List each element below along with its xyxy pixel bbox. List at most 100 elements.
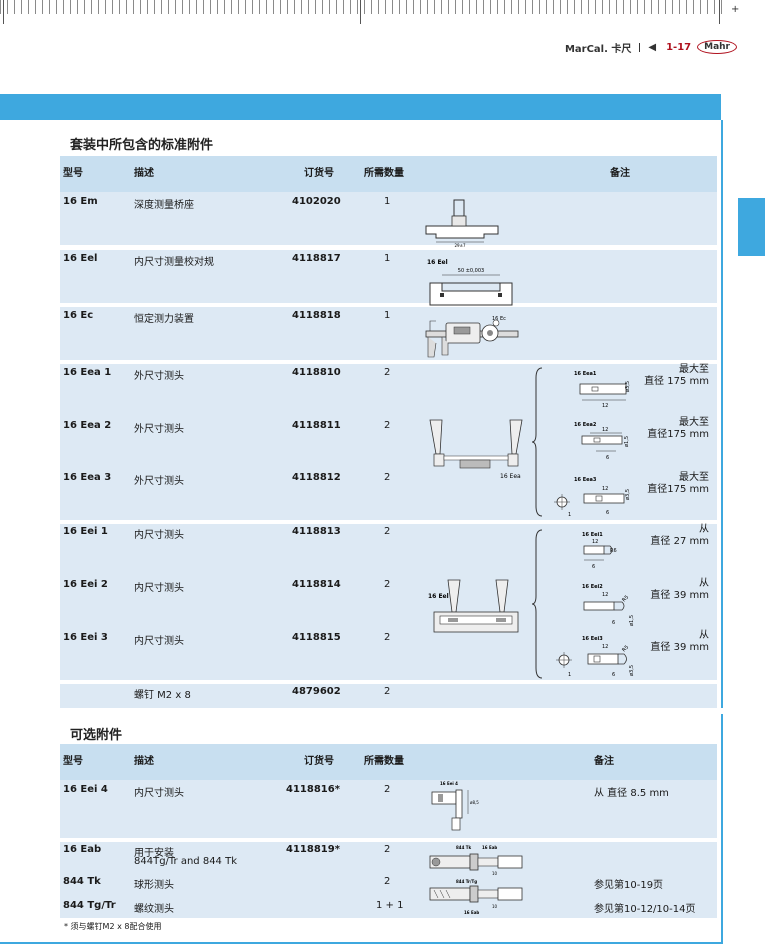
qty-cell: 1: [384, 310, 391, 321]
dim-label: 10: [492, 904, 498, 909]
qty-cell: 2: [384, 686, 391, 697]
footnote: * 须与螺钉M2 x 8配合使用: [64, 922, 162, 931]
qty-cell: 2: [384, 784, 391, 795]
product-name: MarCal. 卡尺: [564, 43, 632, 55]
bracket: [532, 367, 543, 517]
fig-label: 16 Eea3: [574, 477, 597, 483]
dim-label: 6: [606, 510, 609, 516]
note-cell: 从 直径 27 mm: [612, 524, 709, 548]
fig-label: 16 Eel: [427, 259, 448, 266]
model-cell: 844 Tk: [63, 876, 101, 887]
desc-cell: 内尺寸测头: [134, 636, 184, 647]
dim-label: 29±7: [455, 243, 466, 248]
section-frame: [0, 714, 723, 944]
order-cell: 4118815: [292, 632, 341, 643]
brand-logo: Mahr: [697, 40, 737, 54]
qty-cell: 2: [384, 579, 391, 590]
dim-label: ø3,5: [625, 489, 631, 500]
dim-label: 50 ±0,003: [458, 268, 484, 274]
order-cell: 4118812: [292, 472, 341, 483]
note-cell: 最大至 直径 175 mm: [612, 364, 709, 388]
bracket: [532, 529, 543, 679]
section-frame: [0, 120, 723, 708]
crop-mark: +: [731, 4, 740, 15]
col-order: 订货号: [304, 756, 334, 767]
col-qty: 所需数量: [364, 756, 404, 767]
order-cell: 4118819*: [286, 844, 340, 855]
fig-label: 16 Eel: [428, 593, 449, 600]
eab-tk-drawing: 844 Tk 16 Eab 10: [429, 845, 523, 876]
dim-label: 6: [606, 455, 609, 461]
dim-label: ø3,5: [629, 665, 635, 676]
depth-bridge-drawing: 29±7: [425, 199, 499, 248]
dim-label: R5: [621, 644, 630, 653]
dim-label: R5: [621, 594, 630, 603]
table-header: 型号 描述 订货号 所需数量 备注: [60, 744, 717, 780]
eei3-drawing: 16 Eei3 1 12 R5 6 ø3,5: [556, 636, 635, 678]
col-model: 型号: [63, 168, 83, 179]
fig-label: 16 Eea: [500, 473, 521, 480]
fig-label: 16 Eab: [482, 845, 497, 850]
table-row: 16 Eel 内尺寸测量校对规 4118817 1: [60, 250, 717, 303]
qty-cell: 2: [384, 420, 391, 431]
note-line: 最大至: [679, 364, 709, 375]
note-cell: 最大至 直径175 mm: [612, 472, 709, 496]
desc-cell: 外尺寸测头: [134, 476, 184, 487]
table-row: 16 Eei 4 内尺寸测头 4118816* 2 从 直径 8.5 mm: [60, 780, 717, 838]
note-cell: 参见第10-19页: [594, 880, 664, 891]
col-note: 备注: [594, 756, 614, 767]
note-line: 最大至: [679, 417, 709, 428]
table-header: 型号 描述 订货号 所需数量 备注: [60, 156, 717, 192]
note-line: 直径 39 mm: [650, 590, 709, 601]
note-line: 直径175 mm: [647, 429, 709, 440]
order-cell: 4879602: [292, 686, 341, 697]
table-row-group: 16 Eab 用于安装 844Tg/Tr and 844 Tk 4118819*…: [60, 842, 717, 918]
model-cell: 16 Eei 1: [63, 526, 108, 537]
desc-cell: 恒定测力装置: [134, 314, 194, 325]
fig-label: 844 Tk: [456, 845, 471, 850]
note-cell: 最大至 直径175 mm: [612, 417, 709, 441]
note-line: 从: [699, 524, 709, 535]
note-line: 最大至: [679, 472, 709, 483]
model-cell: 16 Eab: [63, 844, 102, 855]
eea2-drawing: 16 Eea2 12 6 ø1,5: [574, 422, 630, 461]
qty-cell: 1 + 1: [376, 900, 404, 911]
page-header: MarCal. 卡尺 ◀ 1-17 Mahr: [565, 38, 737, 56]
desc-cell: 内尺寸测量校对规: [134, 257, 214, 268]
setting-gauge-drawing: 16 Eel 50 ±0,003: [427, 259, 513, 306]
fig-label: 16 Eei2: [582, 584, 603, 590]
fig-label: 16 Ec: [492, 316, 506, 322]
fig-label: 16 Eea1: [574, 371, 597, 377]
dim-label: 6: [612, 620, 615, 626]
eei1-drawing: 16 Eei1 R6 6 12: [582, 532, 617, 570]
col-order: 订货号: [304, 168, 334, 179]
ruler-tick: [719, 0, 720, 24]
order-cell: 4118811: [292, 420, 341, 431]
dim-label: ø3,5: [625, 381, 631, 392]
model-cell: 16 Eei 3: [63, 632, 108, 643]
order-cell: 4118817: [292, 253, 341, 264]
model-cell: 16 Eea 1: [63, 367, 112, 378]
note-line: 从: [699, 578, 709, 589]
desc-cell: 螺纹测头: [134, 904, 174, 915]
dim-label: 12: [602, 427, 608, 433]
fig-label: 16 Eei 4: [440, 781, 458, 786]
eea1-drawing: 16 Eea1 12 ø3,5: [574, 371, 631, 409]
order-cell: 4118814: [292, 579, 341, 590]
qty-cell: 1: [384, 196, 391, 207]
dim-label: ø1,5: [624, 436, 630, 447]
order-cell: 4118813: [292, 526, 341, 537]
section-title: 可选附件: [70, 728, 123, 743]
desc-cell: 844Tg/Tr and 844 Tk: [134, 856, 237, 867]
page-number: 1-17: [666, 41, 692, 53]
col-qty: 所需数量: [364, 168, 404, 179]
model-cell: 16 Em: [63, 196, 98, 207]
eei4-drawing: 16 Eei 4 ø8,5: [431, 781, 479, 831]
fig-label: 16 Eea2: [574, 422, 597, 428]
dim-label: R6: [610, 548, 617, 554]
desc-cell: 内尺寸测头: [134, 530, 184, 541]
note-cell: 从 直径 39 mm: [612, 578, 709, 602]
table-row: 16 Ec 恒定测力装置 4118818 1: [60, 307, 717, 360]
desc-cell: 深度测量桥座: [134, 200, 194, 211]
note-line: 直径 27 mm: [650, 536, 709, 547]
